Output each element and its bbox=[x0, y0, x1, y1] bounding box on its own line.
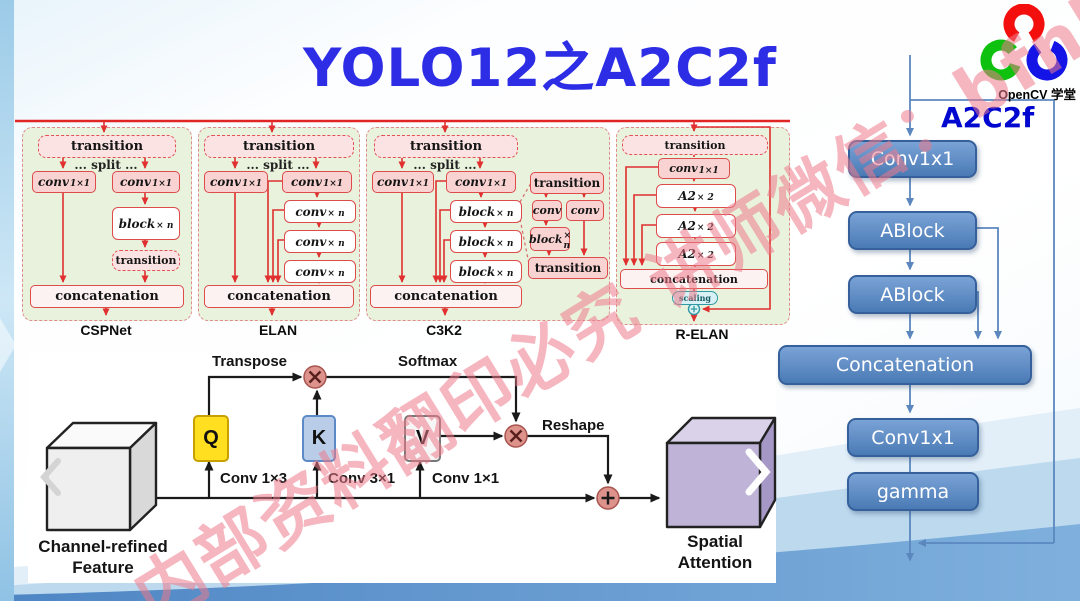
conv-1x3-label: Conv 1×3 bbox=[220, 470, 288, 487]
elan-transition-box: transition bbox=[204, 135, 354, 158]
query-box: Q bbox=[193, 415, 229, 462]
opencv-logo-icon bbox=[980, 4, 1068, 81]
cspnet-block-box: block× n bbox=[112, 207, 180, 240]
a2c2f-conv1x1-bottom-block: Conv1x1 bbox=[847, 418, 979, 457]
a2c2f-conv1x1-top-block: Conv1x1 bbox=[848, 140, 977, 178]
cspnet-transition2-box: transition bbox=[112, 250, 180, 271]
c3k2-sub-conv-right: conv bbox=[566, 200, 604, 221]
cspnet-transition-box: transition bbox=[38, 135, 176, 158]
c3k2-sub-transition2-box: transition bbox=[528, 257, 608, 279]
elan-conv-n-box: conv× n bbox=[284, 260, 356, 283]
c3k2-block-n-box: block× n bbox=[450, 200, 522, 223]
relan-scaling-pill: scaling bbox=[672, 291, 718, 305]
c3k2-block-n-box: block× n bbox=[450, 230, 522, 253]
page-title: YOLO12之A2C2f bbox=[303, 38, 777, 99]
c3k2-sub-conv-left: conv bbox=[532, 200, 562, 221]
relan-a2-box: A2× 2 bbox=[656, 242, 736, 266]
opencv-brand-caption: OpenCV 学堂 bbox=[998, 88, 1076, 102]
conv-1x1-label: Conv 1×1 bbox=[432, 470, 500, 487]
relan-transition-box: transition bbox=[622, 135, 768, 155]
reshape-label: Reshape bbox=[542, 417, 605, 434]
elan-conv-n-box: conv× n bbox=[284, 200, 356, 223]
relan-label: R-ELAN bbox=[675, 326, 729, 342]
elan-concat-box: concatenation bbox=[204, 285, 354, 308]
c3k2-label: C3K2 bbox=[426, 322, 462, 338]
elan-conv-n-box: conv× n bbox=[284, 230, 356, 253]
cspnet-split-label: ... split ... bbox=[74, 158, 138, 172]
c3k2-sub-transition-box: transition bbox=[530, 172, 604, 194]
relan-a2-box: A2× 2 bbox=[656, 184, 736, 208]
conv-3x1-label: Conv 3×1 bbox=[328, 470, 396, 487]
input-cube-label: Channel-refined Feature bbox=[38, 537, 168, 577]
cspnet-label: CSPNet bbox=[80, 322, 132, 338]
a2c2f-gamma-block: gamma bbox=[847, 472, 979, 511]
c3k2-block-n-box: block× n bbox=[450, 260, 522, 283]
c3k2-transition-box: transition bbox=[374, 135, 518, 158]
a2c2f-ablock-1: ABlock bbox=[848, 211, 977, 250]
elan-label: ELAN bbox=[258, 322, 298, 338]
cspnet-concat-box: concatenation bbox=[30, 285, 184, 308]
key-box: K bbox=[302, 415, 336, 462]
output-cube-label: Spatial Attention bbox=[677, 532, 753, 572]
softmax-label: Softmax bbox=[398, 353, 458, 370]
relan-concat-box: concatenation bbox=[620, 269, 768, 289]
value-box: V bbox=[404, 415, 441, 462]
a2c2f-concatenation-block: Concatenation bbox=[778, 345, 1032, 385]
a2c2f-title: A2C2f bbox=[941, 101, 1035, 134]
c3k2-sub-block-box: block× n bbox=[529, 227, 571, 251]
c3k2-split-label: ... split ... bbox=[413, 158, 477, 172]
relan-a2-box: A2× 2 bbox=[656, 214, 736, 238]
a2c2f-ablock-2: ABlock bbox=[848, 275, 977, 314]
elan-split-label: ... split ... bbox=[246, 158, 310, 172]
transpose-label: Transpose bbox=[212, 353, 288, 370]
c3k2-concat-box: concatenation bbox=[370, 285, 522, 308]
